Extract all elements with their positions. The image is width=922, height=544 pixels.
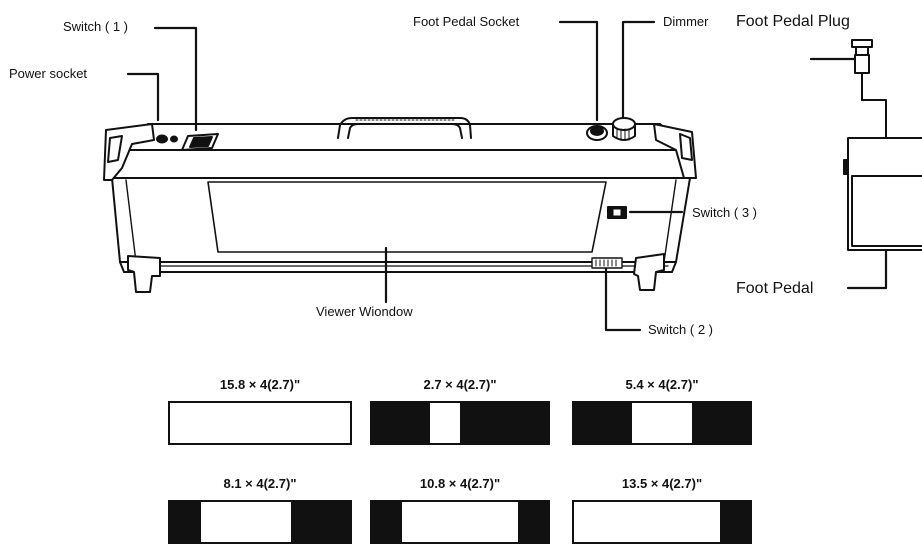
- panel-opening: [170, 403, 350, 443]
- carrying-handle: [337, 117, 472, 139]
- size-caption: 13.5 × 4(2.7)": [621, 476, 703, 491]
- foot-pedal-plug-label: Foot Pedal Plug: [736, 13, 850, 30]
- dimmer-label: Dimmer: [663, 14, 709, 29]
- size-panel: [572, 500, 752, 544]
- switch-2-slider: [591, 257, 623, 269]
- corner-brackets: [103, 123, 697, 293]
- size-panel: [370, 500, 550, 544]
- panel-opening: [574, 502, 721, 542]
- foot-pedal: [843, 137, 922, 251]
- switch-2-label: Switch ( 2 ): [648, 322, 714, 337]
- foot-pedal-plug: [851, 39, 887, 139]
- size-caption: 10.8 × 4(2.7)": [419, 476, 501, 491]
- switch-3: [607, 206, 627, 219]
- switch-1-label: Switch ( 1 ): [63, 19, 129, 34]
- viewer-window-label: Viewer Wiondow: [316, 304, 413, 319]
- panel-opening: [200, 502, 291, 542]
- switch-3-label: Switch ( 3 ): [692, 205, 758, 220]
- switch-1-rocker: [181, 133, 219, 151]
- size-panel: [168, 401, 352, 445]
- power-socket-label: Power socket: [9, 66, 88, 81]
- power-socket: [156, 134, 178, 144]
- foot-pedal-label: Foot Pedal: [736, 280, 814, 297]
- panel-opening: [401, 502, 519, 542]
- dimmer-knob: [612, 117, 636, 141]
- foot-pedal-socket-label: Foot Pedal Socket: [413, 14, 520, 29]
- panel-opening: [430, 403, 460, 443]
- size-panel: [572, 401, 752, 445]
- size-panel: [370, 401, 550, 445]
- size-caption: 15.8 × 4(2.7)": [219, 377, 301, 392]
- panel-opening: [632, 403, 692, 443]
- size-caption: 2.7 × 4(2.7)": [423, 377, 497, 392]
- size-caption: 5.4 × 4(2.7)": [625, 377, 699, 392]
- size-panel: [168, 500, 352, 544]
- size-caption: 8.1 × 4(2.7)": [223, 476, 297, 491]
- foot-pedal-socket: [586, 125, 608, 141]
